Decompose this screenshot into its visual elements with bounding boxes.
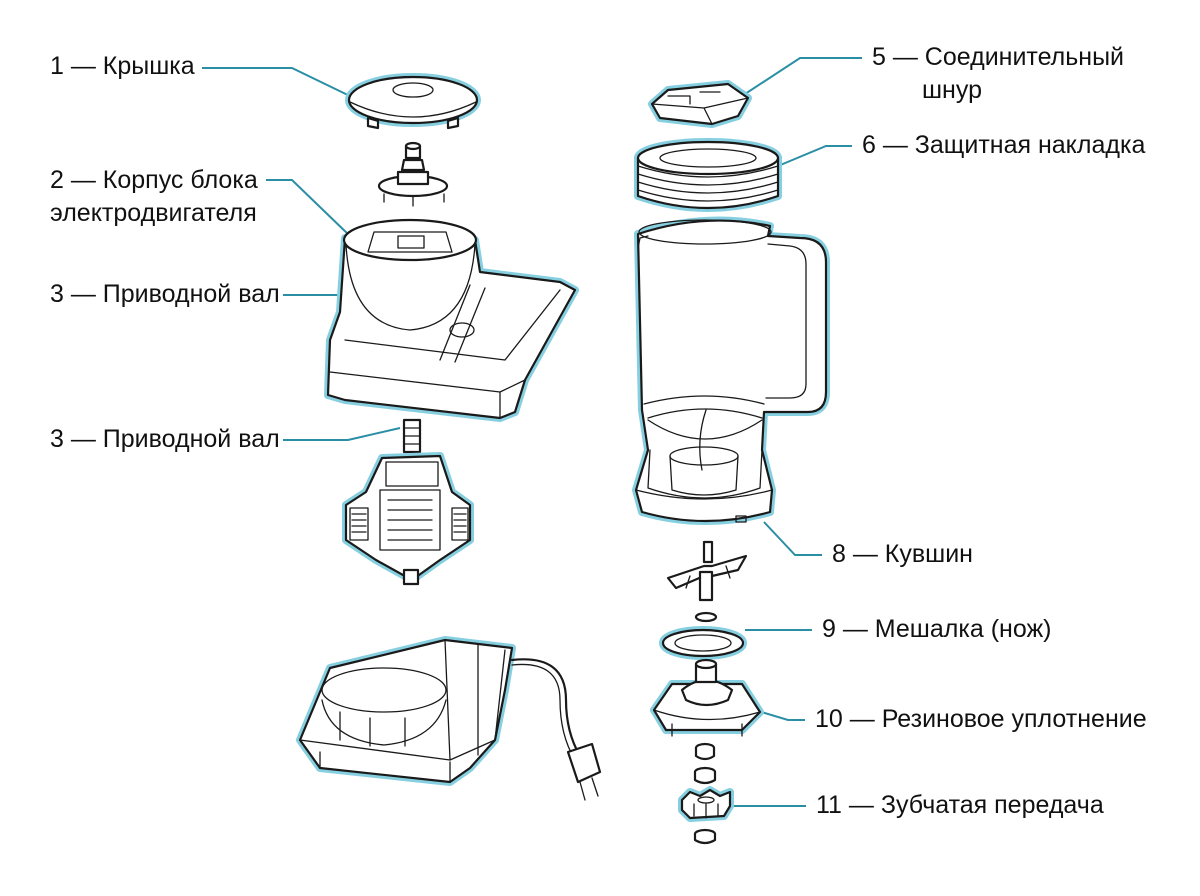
label-gear-text: 11 — Зубчатая передача [816,791,1104,819]
label-shaft-lower-text: 3 — Приводной вал [50,425,280,453]
part-coupling [377,141,449,207]
label-mixer: 9 — Мешалка (нож) [822,613,1052,646]
label-housing: 2 — Корпус блока электродвигателя [50,164,258,230]
leader-lid [202,67,355,99]
label-shaft-lower: 3 — Приводной вал [50,423,280,456]
label-cord-line2: шнур [922,76,982,104]
leader-shaft-lower [283,427,401,441]
label-mixer-text: 9 — Мешалка (нож) [822,615,1052,643]
part-lid [345,73,481,130]
label-cover-text: 6 — Защитная накладка [862,131,1146,159]
label-lid: 1 — Крышка [50,50,195,83]
part-gear [678,786,734,845]
part-washers [693,742,717,785]
label-housing-line2: электродвигателя [50,199,257,227]
part-seal-base [650,658,764,737]
leader-housing [266,179,351,237]
label-jug: 8 — Кувшин [832,538,973,571]
label-cover: 6 — Защитная накладка [862,129,1145,162]
part-rubber-ring [659,626,747,660]
leader-cover [777,145,852,167]
part-connector [648,80,752,128]
label-cord-line1: 5 — Соединительный [872,43,1125,71]
part-motor-housing [324,218,579,422]
leader-lines [202,57,862,807]
label-shaft-upper-text: 3 — Приводной вал [50,280,280,308]
part-base [296,636,602,801]
part-jug [632,216,830,525]
leader-cord [741,57,862,97]
label-shaft-upper: 3 — Приводной вал [50,278,280,311]
label-seal-text: 10 — Резиновое уплотнение [815,705,1147,733]
label-seal: 10 — Резиновое уплотнение [815,703,1147,736]
label-housing-line1: 2 — Корпус блока [50,166,258,194]
label-cord: 5 — Соединительный шнур [872,41,1124,107]
label-gear: 11 — Зубчатая передача [816,789,1104,822]
part-protective-cover [634,138,782,212]
part-mixer-blade [666,540,748,623]
label-jug-text: 8 — Кувшин [832,540,973,568]
part-motor [342,418,474,586]
label-lid-text: 1 — Крышка [50,52,195,80]
leader-jug [763,521,822,556]
